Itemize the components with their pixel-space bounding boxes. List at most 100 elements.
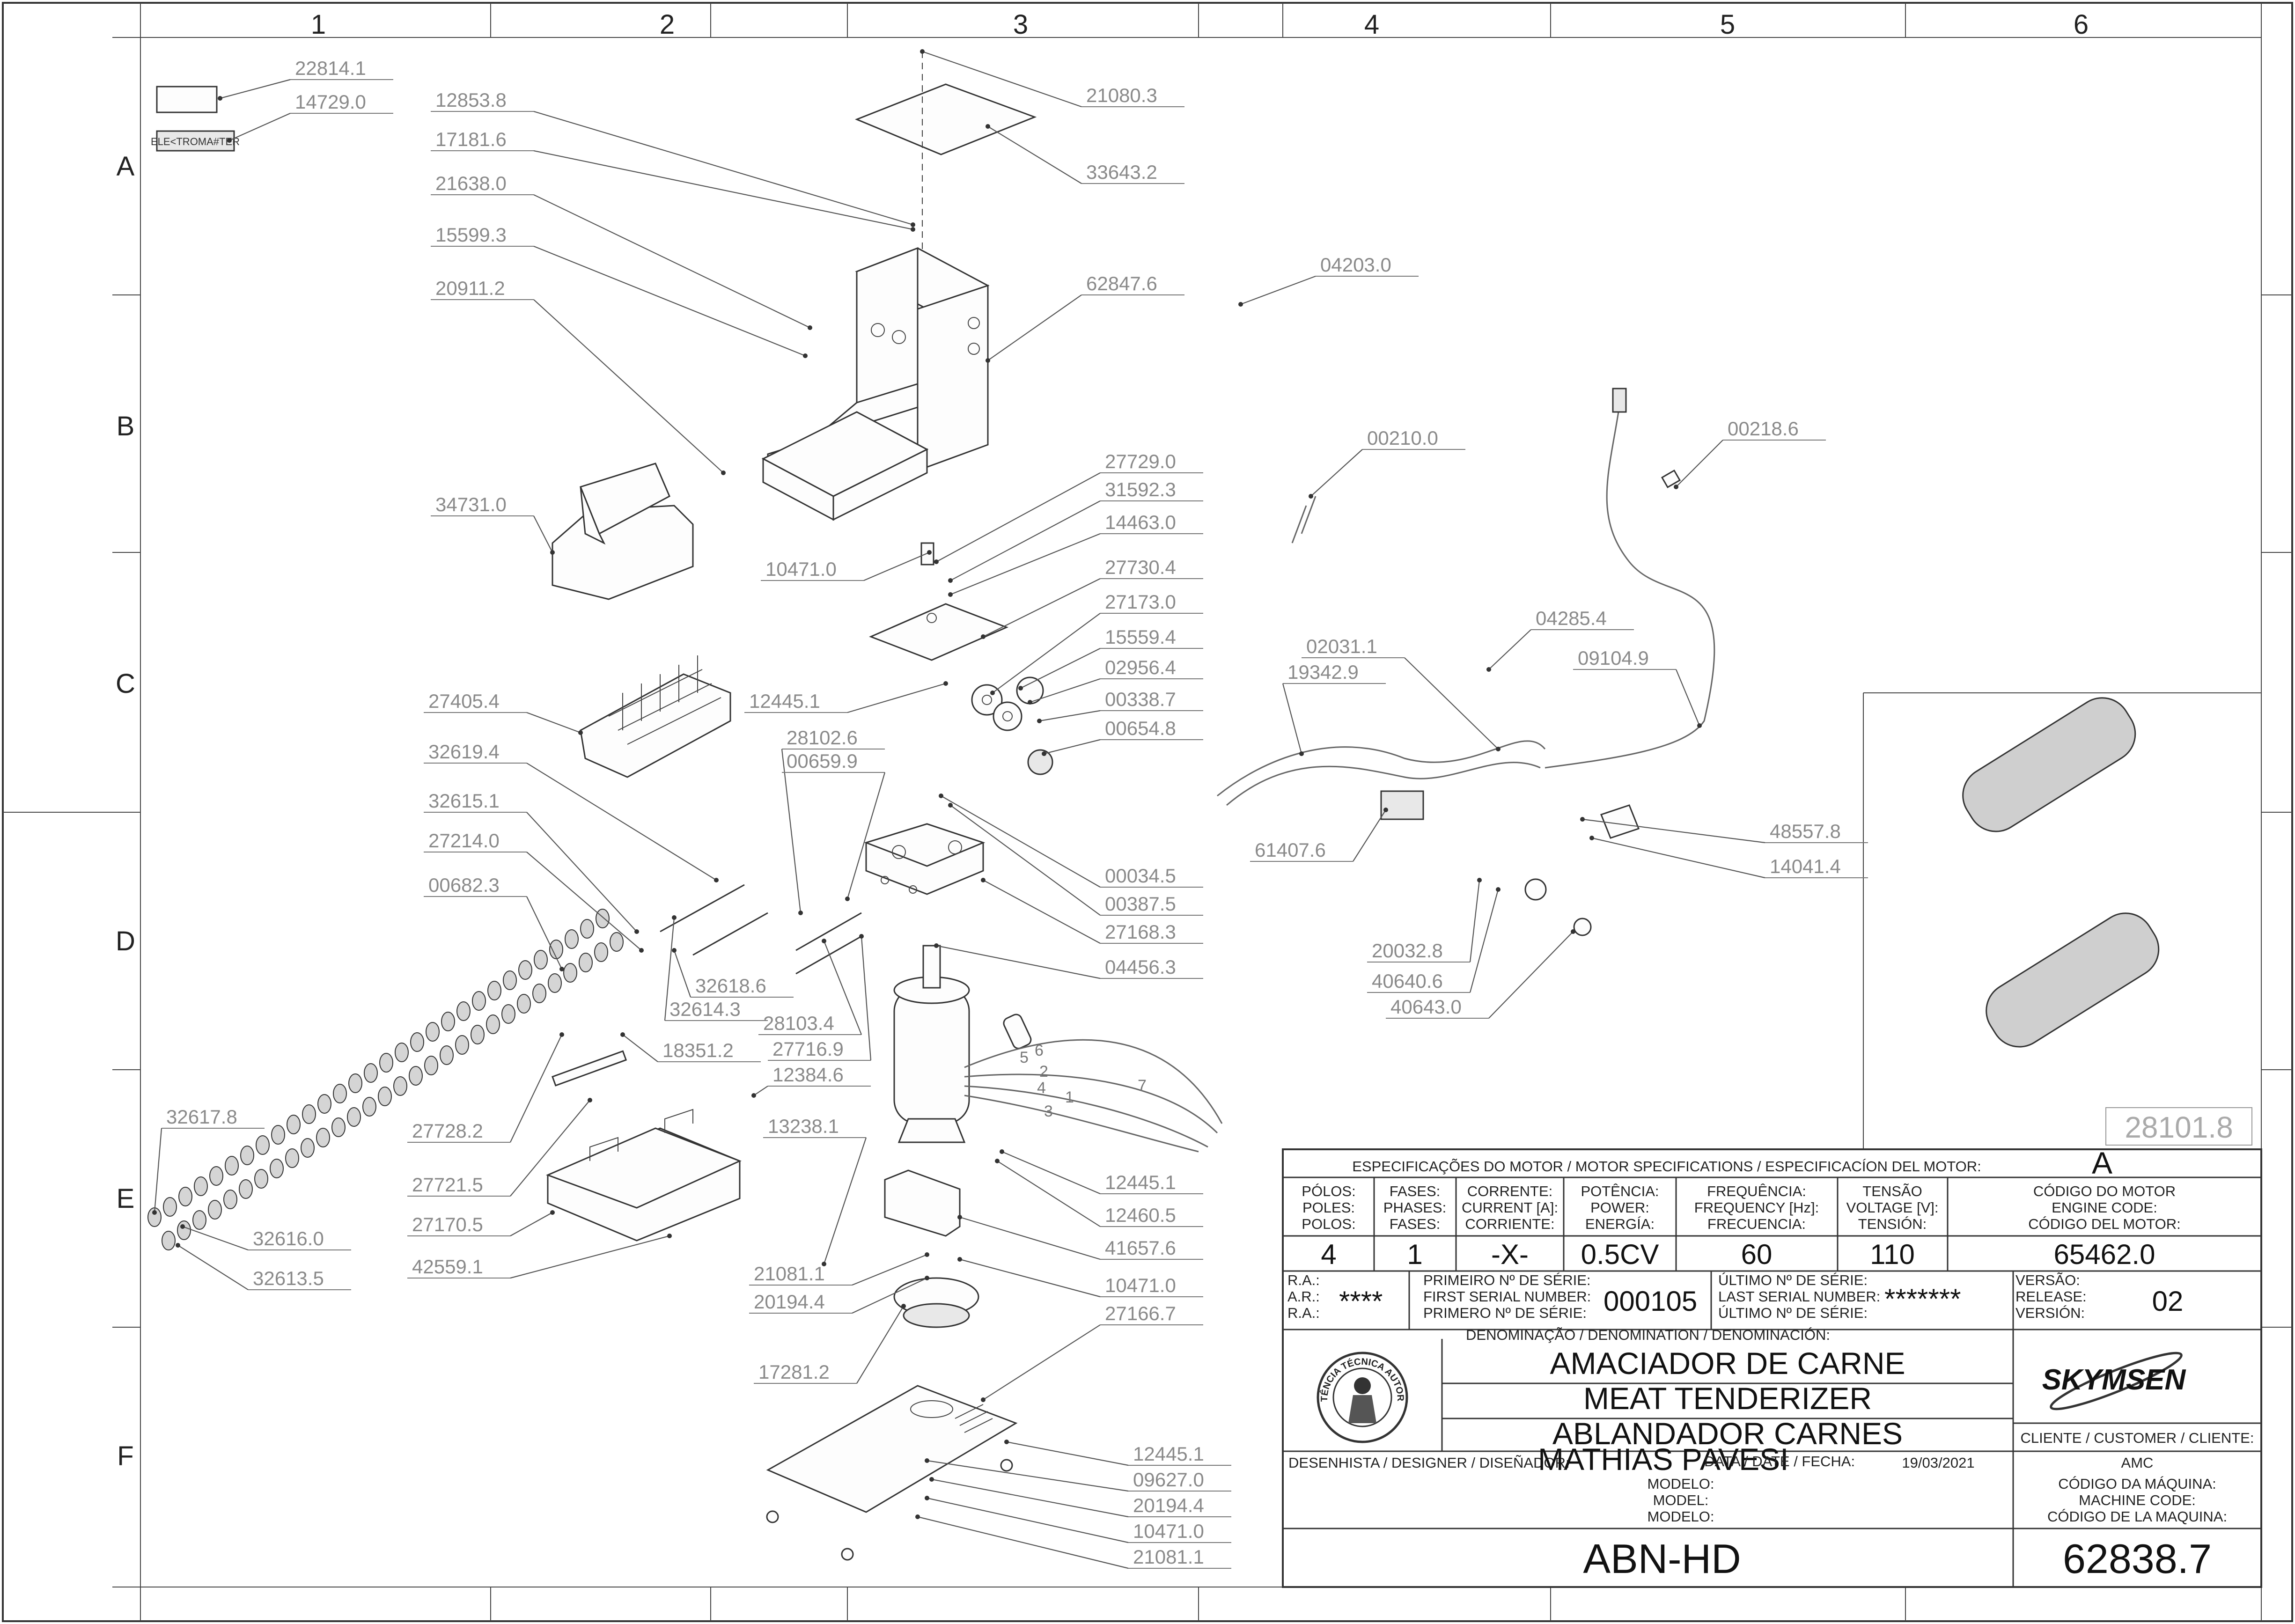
- leader-line: [931, 1478, 1129, 1518]
- part-number-label: 27214.0: [428, 830, 500, 852]
- leader-arrow: [808, 325, 812, 330]
- leader-line: [983, 578, 1101, 637]
- svg-text:POTÊNCIA:: POTÊNCIA:: [1581, 1183, 1659, 1199]
- leader-line: [533, 299, 724, 473]
- leader-arrow: [550, 550, 555, 555]
- part-number-label: 40640.6: [1372, 970, 1443, 992]
- leader-line: [983, 880, 1101, 944]
- svg-text:CORRIENTE:: CORRIENTE:: [1465, 1216, 1554, 1232]
- roller-disc: [379, 1053, 393, 1073]
- leader-arrow: [152, 1210, 157, 1215]
- leader-arrow: [588, 1098, 592, 1102]
- leader-arrow: [1697, 723, 1702, 728]
- part-number-label: 10471.0: [765, 558, 837, 580]
- motor-version-letter: A: [2092, 1146, 2112, 1180]
- roller-disc: [393, 1076, 407, 1096]
- leader-arrow: [929, 1477, 934, 1482]
- part-number-label: 12460.5: [1105, 1204, 1176, 1226]
- leader-line: [1469, 889, 1499, 993]
- leader-arrow: [901, 1304, 906, 1308]
- skymsen-logo: SKYMSEN: [2042, 1352, 2186, 1411]
- leader-line: [823, 1137, 867, 1264]
- svg-text:POLES:: POLES:: [1302, 1199, 1355, 1216]
- svg-text:LAST SERIAL NUMBER:: LAST SERIAL NUMBER:: [1718, 1288, 1880, 1305]
- leader-line: [936, 945, 1101, 979]
- part-number-label: 27729.0: [1105, 450, 1176, 472]
- part-number-label: 27721.5: [412, 1174, 483, 1196]
- part-number-label: 62847.6: [1086, 272, 1157, 294]
- svg-text:PRIMEIRO Nº DE SÉRIE:: PRIMEIRO Nº DE SÉRIE:: [1423, 1272, 1591, 1288]
- svg-text:CÓDIGO DO MOTOR: CÓDIGO DO MOTOR: [2033, 1183, 2176, 1199]
- roller-disc: [162, 1231, 176, 1250]
- roller-disc: [347, 1107, 361, 1127]
- wire-harness: [1217, 740, 1546, 806]
- leader-arrow: [620, 1032, 625, 1037]
- brand-tag-text: ELE<TROMA#TER: [151, 136, 240, 147]
- leader-arrow: [981, 878, 986, 882]
- leader-line: [533, 150, 913, 230]
- leader-line: [1582, 818, 1765, 844]
- part-number-label: 20194.4: [1133, 1494, 1204, 1516]
- designer-name: MATHIAS PAVESI: [1538, 1442, 1788, 1477]
- leader-line: [533, 245, 806, 357]
- roller-disc: [580, 919, 594, 939]
- grid-row-label: D: [116, 926, 135, 956]
- leader-arrow: [1580, 817, 1585, 822]
- roller-disc: [501, 1004, 515, 1024]
- client-value: AMC: [2121, 1455, 2154, 1471]
- leader-line: [1404, 657, 1499, 750]
- phases-value: 1: [1407, 1239, 1422, 1270]
- leader-arrow: [634, 929, 639, 934]
- motor-bracket: [884, 1169, 961, 1237]
- roller-disc: [534, 950, 548, 970]
- leader-arrow: [1674, 485, 1678, 489]
- leader-line: [533, 110, 913, 226]
- grid-row-label: C: [116, 669, 135, 699]
- roller-disc: [163, 1197, 177, 1217]
- svg-text:ENGINE CODE:: ENGINE CODE:: [2052, 1199, 2157, 1216]
- leader-line: [987, 126, 1082, 184]
- leader-line: [846, 772, 886, 899]
- svg-text:CÓDIGO DE LA MAQUINA:: CÓDIGO DE LA MAQUINA:: [2047, 1508, 2227, 1525]
- leader-arrow: [218, 96, 222, 101]
- leader-arrow: [1571, 929, 1575, 934]
- svg-text:FASES:: FASES:: [1390, 1216, 1441, 1232]
- grid-row-label: E: [117, 1183, 135, 1214]
- part-number-label: 27166.7: [1105, 1302, 1176, 1324]
- nameplate-blank: [156, 86, 218, 113]
- client-label: CLIENTE / CUSTOMER / CLIENTE:: [2021, 1430, 2254, 1446]
- part-number-label: 41657.6: [1105, 1237, 1176, 1259]
- part-number-label: 04456.3: [1105, 956, 1176, 978]
- roller-disc: [424, 1056, 438, 1075]
- part-number-label: 22814.1: [295, 57, 366, 79]
- frequency-value: 60: [1741, 1239, 1773, 1270]
- part-number-label: 12445.1: [1105, 1171, 1176, 1193]
- motor-wires: [964, 1039, 1223, 1153]
- roller-disc: [395, 1043, 409, 1062]
- leader-line: [229, 112, 291, 141]
- part-number-label: 40643.0: [1390, 996, 1462, 1018]
- roller-disc: [440, 1045, 454, 1065]
- roller-disc: [364, 1063, 378, 1083]
- leader-arrow: [1589, 836, 1594, 840]
- leader-line: [1282, 683, 1302, 754]
- part-number-label: 00682.3: [428, 874, 500, 896]
- roller-disc: [378, 1087, 392, 1106]
- leader-line: [664, 917, 675, 1021]
- roller-disc: [240, 1146, 254, 1165]
- roller-disc: [579, 953, 593, 972]
- leader-arrow: [180, 1224, 185, 1229]
- leader-line: [959, 1216, 1101, 1260]
- roller-disc: [316, 1128, 330, 1147]
- roller-disc: [471, 1025, 485, 1044]
- grid-column-label: 1: [311, 9, 326, 40]
- leader-line: [936, 472, 1101, 562]
- part-number-label: 12445.1: [749, 690, 820, 712]
- svg-text:TENSIÓN:: TENSIÓN:: [1858, 1216, 1927, 1232]
- roller-disc: [287, 1115, 301, 1134]
- svg-text:FRECUENCIA:: FRECUENCIA:: [1707, 1216, 1806, 1232]
- part-number-label: 27170.5: [412, 1213, 483, 1235]
- part-number-label: 42559.1: [412, 1256, 483, 1278]
- roller-disc: [348, 1073, 362, 1093]
